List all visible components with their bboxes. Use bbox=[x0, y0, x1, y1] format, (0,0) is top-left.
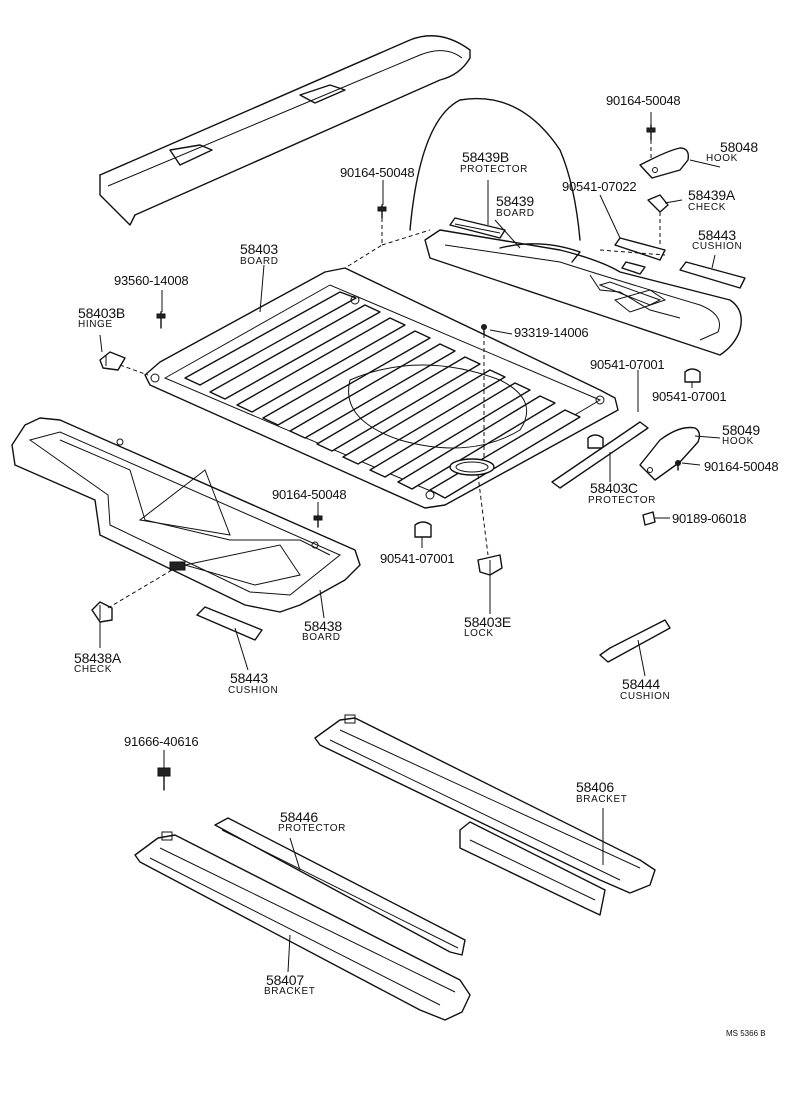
alignment-lines bbox=[107, 140, 666, 609]
hinge-58403b-drawing bbox=[99, 351, 126, 371]
label-93560-14008: 93560-14008 bbox=[114, 273, 189, 288]
label-58406: 58406 bbox=[576, 779, 614, 795]
label-58049: 58049 bbox=[722, 422, 760, 438]
check-58438a-drawing bbox=[91, 601, 113, 623]
bracket-58407-drawing bbox=[134, 831, 471, 1021]
label-90541-07001-b: 90541-07001 bbox=[652, 389, 727, 404]
label-58438-name: BOARD bbox=[302, 632, 341, 643]
label-58403c-name: PROTECTOR bbox=[588, 495, 656, 506]
label-58439a: 58439A bbox=[688, 187, 736, 203]
label-90164-50048-top: 90164-50048 bbox=[606, 93, 681, 108]
hook-58049-drawing bbox=[639, 426, 701, 481]
label-58403e: 58403E bbox=[464, 614, 512, 630]
label-58049-name: HOOK bbox=[722, 436, 754, 447]
vehicle-body-outline bbox=[99, 35, 581, 241]
label-93319-14006: 93319-14006 bbox=[514, 325, 589, 340]
label-58439-name: BOARD bbox=[496, 208, 535, 219]
cushion-58443-top-drawing bbox=[679, 261, 746, 289]
rubber-stops bbox=[414, 368, 701, 538]
label-58446: 58446 bbox=[280, 809, 318, 825]
label-58443-mid: 58443 bbox=[230, 670, 268, 686]
label-58444-name: CUSHION bbox=[620, 691, 671, 702]
cushion-58443-mid-drawing bbox=[196, 606, 263, 641]
drawing-code: MS 5366 B bbox=[726, 1029, 766, 1038]
check-58439a-drawing bbox=[614, 194, 669, 275]
label-58406-name: BRACKET bbox=[576, 794, 628, 805]
label-58403e-name: LOCK bbox=[464, 628, 494, 639]
label-58443-top-name: CUSHION bbox=[692, 241, 743, 252]
protector-58403c-drawing bbox=[551, 421, 649, 489]
label-58403c: 58403C bbox=[590, 480, 638, 496]
board-58403-drawing bbox=[144, 267, 619, 509]
label-58048: 58048 bbox=[720, 139, 758, 155]
leader-lines bbox=[99, 112, 721, 973]
label-58403-name: BOARD bbox=[240, 256, 279, 267]
label-58403b: 58403B bbox=[78, 305, 126, 321]
label-58446-name: PROTECTOR bbox=[278, 823, 346, 834]
label-90189-06018: 90189-06018 bbox=[672, 511, 747, 526]
protector-58439b-drawing bbox=[449, 217, 506, 239]
bracket-58406-drawing bbox=[314, 714, 656, 916]
bolts bbox=[156, 124, 681, 791]
label-58407: 58407 bbox=[266, 972, 304, 988]
label-58438a-name: CHECK bbox=[74, 664, 113, 675]
label-58439b: 58439B bbox=[462, 149, 510, 165]
label-58438a: 58438A bbox=[74, 650, 122, 666]
label-90164-50048-c: 90164-50048 bbox=[272, 487, 347, 502]
label-90164-50048-b: 90164-50048 bbox=[704, 459, 779, 474]
label-58403b-name: HINGE bbox=[78, 319, 113, 330]
label-90541-07022: 90541-07022 bbox=[562, 179, 637, 194]
label-58443-top: 58443 bbox=[698, 227, 736, 243]
label-58439: 58439 bbox=[496, 193, 534, 209]
label-58438: 58438 bbox=[304, 618, 342, 634]
label-90541-07001-a: 90541-07001 bbox=[590, 357, 665, 372]
board-58438-drawing bbox=[11, 417, 361, 613]
label-58443-mid-name: CUSHION bbox=[228, 685, 279, 696]
label-58403: 58403 bbox=[240, 241, 278, 257]
lock-58403e-drawing bbox=[477, 554, 503, 576]
hook-58048-drawing bbox=[639, 147, 690, 179]
board-58439-drawing bbox=[424, 229, 742, 356]
label-90164-50048-a: 90164-50048 bbox=[340, 165, 415, 180]
label-58439b-name: PROTECTOR bbox=[460, 164, 528, 175]
label-90541-07001-c: 90541-07001 bbox=[380, 551, 455, 566]
protector-58446-drawing bbox=[214, 817, 466, 956]
cushion-58444-drawing bbox=[599, 619, 671, 663]
label-58407-name: BRACKET bbox=[264, 986, 316, 997]
label-58439a-name: CHECK bbox=[688, 202, 727, 213]
label-58444: 58444 bbox=[622, 676, 660, 692]
label-91666-40616: 91666-40616 bbox=[124, 734, 199, 749]
label-58048-name: HOOK bbox=[706, 153, 738, 164]
